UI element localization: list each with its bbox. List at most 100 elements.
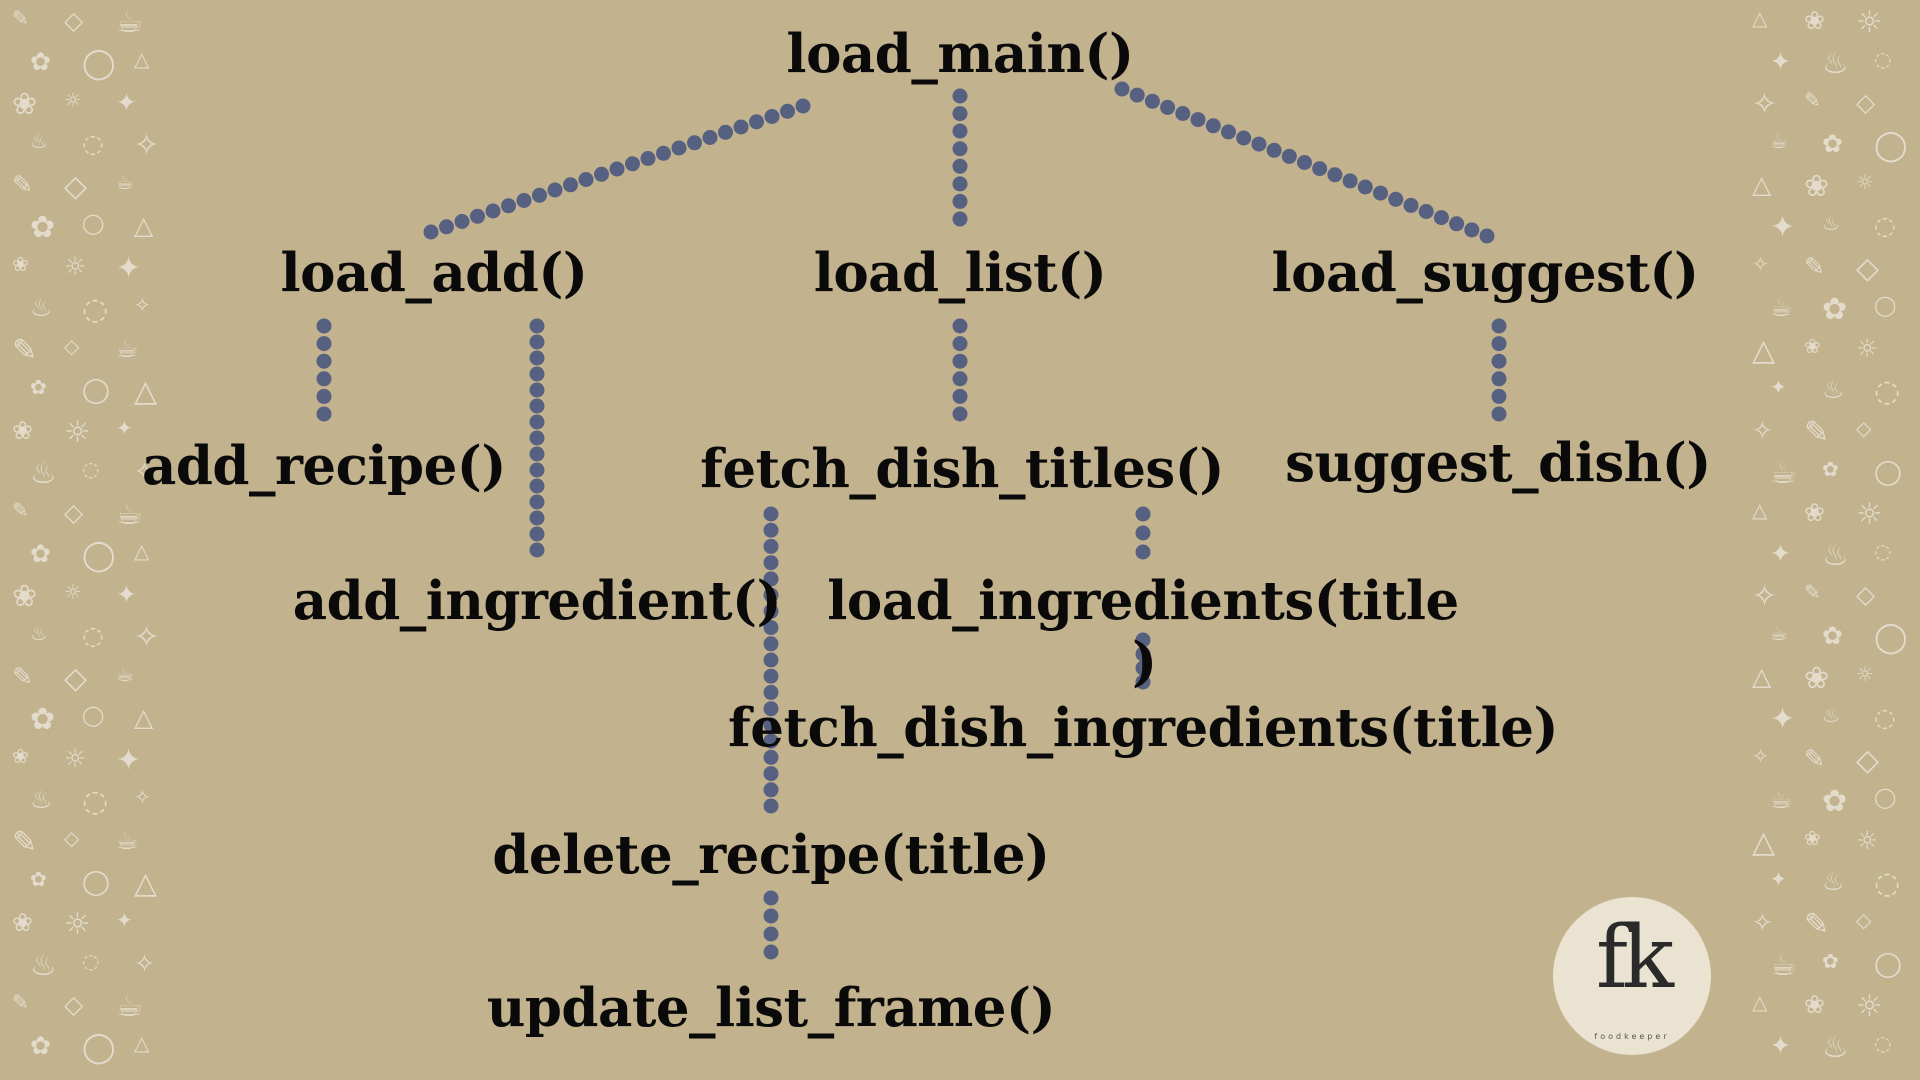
connector-dot bbox=[529, 318, 545, 334]
connector-load-suggest-to-suggest-dish bbox=[1491, 318, 1507, 422]
food-doodle-icon: △ bbox=[134, 211, 154, 240]
connector-dot bbox=[529, 366, 545, 382]
food-doodle-icon: ♨ bbox=[30, 129, 48, 153]
connector-dot bbox=[1373, 185, 1388, 201]
food-doodle-icon: ✧ bbox=[134, 949, 155, 978]
food-doodle-icon: ❀ bbox=[1804, 498, 1825, 527]
connector-dot bbox=[609, 161, 625, 177]
connector-dot bbox=[952, 123, 968, 139]
node-load-ingredients: load_ingredients(title bbox=[827, 570, 1459, 632]
food-doodle-icon: ✎ bbox=[12, 170, 33, 199]
connector-dot bbox=[763, 733, 779, 749]
connector-dot bbox=[529, 350, 545, 366]
connector-dot bbox=[1129, 87, 1145, 103]
connector-load-main-to-load-list bbox=[952, 88, 968, 227]
connector-dot bbox=[529, 542, 545, 558]
connector-dot bbox=[763, 603, 779, 619]
connector-dot bbox=[763, 782, 779, 798]
food-doodle-icon: ☕ bbox=[116, 5, 143, 40]
food-doodle-icon: ☼ bbox=[64, 744, 87, 773]
food-doodle-icon: ♨ bbox=[1822, 211, 1840, 235]
node-add-recipe: add_recipe() bbox=[142, 435, 506, 497]
food-doodle-icon: ☕ bbox=[1770, 948, 1797, 983]
connector-dot bbox=[1135, 646, 1151, 662]
connector-dot bbox=[1449, 216, 1465, 232]
food-doodle-icon: ♨ bbox=[30, 948, 57, 983]
food-doodle-icon: ☼ bbox=[1856, 989, 1883, 1024]
food-doodle-icon: ♨ bbox=[30, 621, 48, 645]
food-doodle-icon: △ bbox=[1752, 333, 1776, 368]
food-doodle-icon: ◌ bbox=[1874, 703, 1896, 732]
food-doodle-icon: ✦ bbox=[1770, 1031, 1791, 1060]
food-doodle-icon: ☼ bbox=[1856, 5, 1883, 40]
connector-dot bbox=[952, 318, 968, 334]
connector-dot bbox=[1236, 130, 1252, 146]
food-doodle-icon: ◯ bbox=[82, 1030, 116, 1065]
connector-dot bbox=[687, 135, 702, 151]
node-load-ingredients-close: ) bbox=[1132, 631, 1158, 693]
food-doodle-icon: ✧ bbox=[134, 128, 160, 163]
connector-dot bbox=[1251, 136, 1267, 152]
node-update-list-frame: update_list_frame() bbox=[486, 977, 1056, 1039]
connector-dot bbox=[952, 158, 968, 174]
food-doodle-icon: ✧ bbox=[134, 293, 151, 317]
connector-dot bbox=[1312, 161, 1328, 177]
connector-dot bbox=[547, 182, 563, 198]
food-doodle-icon: ✎ bbox=[12, 333, 38, 368]
connector-dot bbox=[529, 382, 545, 398]
food-doodle-icon: ✎ bbox=[1804, 907, 1830, 942]
food-doodle-icon: ☼ bbox=[64, 252, 87, 281]
connector-dot bbox=[763, 890, 779, 906]
food-doodle-icon: ❀ bbox=[12, 416, 33, 445]
connector-dot bbox=[1388, 191, 1404, 207]
food-doodle-icon: ♨ bbox=[1822, 375, 1845, 404]
connector-dot bbox=[1135, 674, 1151, 690]
food-doodle-icon: ◯ bbox=[82, 375, 110, 404]
connector-dot bbox=[952, 388, 968, 404]
connector-dot bbox=[763, 538, 779, 554]
food-doodle-icon: ✧ bbox=[1752, 908, 1773, 937]
connector-dot bbox=[578, 172, 594, 187]
food-doodle-icon: ☕ bbox=[116, 662, 134, 686]
connector-dot bbox=[763, 636, 779, 652]
food-doodle-icon: ✦ bbox=[116, 416, 133, 440]
connector-dot bbox=[763, 717, 779, 733]
connector-dot bbox=[516, 193, 532, 208]
food-doodle-icon: ◇ bbox=[64, 6, 84, 35]
food-doodle-icon: △ bbox=[1752, 6, 1768, 30]
connector-dot bbox=[656, 145, 671, 161]
food-doodle-icon: ♨ bbox=[30, 785, 53, 814]
connector-dot bbox=[1297, 155, 1312, 170]
node-load-suggest: load_suggest() bbox=[1271, 242, 1699, 304]
food-doodle-icon: ☼ bbox=[64, 907, 91, 942]
connector-dot bbox=[470, 208, 485, 224]
connector-dot bbox=[952, 336, 968, 352]
food-doodle-icon: ◌ bbox=[82, 457, 100, 481]
food-doodle-icon: ◯ bbox=[1874, 293, 1897, 317]
connector-dot bbox=[763, 620, 779, 636]
right-food-doodle-border: △❀☼✦♨◌✧✎◇☕✿◯△❀☼✦♨◌✧✎◇☕✿◯△❀☼✦♨◌✧✎◇☕✿◯△❀☼✦… bbox=[1740, 0, 1920, 1080]
connector-dot bbox=[316, 353, 332, 369]
node-fetch-dish-titles: fetch_dish_titles() bbox=[700, 438, 1224, 500]
food-doodle-icon: ✿ bbox=[1822, 784, 1848, 819]
left-food-doodle-border: ✎◇☕✿◯△❀☼✦♨◌✧✎◇☕✿◯△❀☼✦♨◌✧✎◇☕✿◯△❀☼✦♨◌✧✎◇☕✿… bbox=[0, 0, 180, 1080]
connector-dot bbox=[1357, 179, 1373, 195]
connector-load-ingredients-to-fetch-dish-ingredients bbox=[1135, 632, 1151, 690]
food-doodle-icon: ☼ bbox=[64, 415, 91, 450]
connector-dot bbox=[1281, 148, 1297, 164]
connector-dot bbox=[1114, 81, 1130, 97]
food-doodle-icon: △ bbox=[1752, 498, 1768, 522]
connector-dot bbox=[1491, 353, 1507, 369]
food-doodle-icon: ♨ bbox=[1822, 867, 1845, 896]
connector-dot bbox=[1479, 228, 1495, 244]
food-doodle-icon: ✿ bbox=[30, 210, 56, 245]
food-doodle-icon: △ bbox=[134, 539, 150, 563]
food-doodle-icon: ◇ bbox=[64, 661, 88, 696]
food-doodle-icon: ♨ bbox=[1822, 46, 1849, 81]
connector-dot bbox=[1205, 118, 1221, 134]
food-doodle-icon: ◌ bbox=[1874, 539, 1892, 563]
food-doodle-icon: △ bbox=[134, 1031, 150, 1055]
food-doodle-icon: ◇ bbox=[1856, 251, 1880, 286]
food-doodle-icon: ✿ bbox=[1822, 621, 1843, 650]
